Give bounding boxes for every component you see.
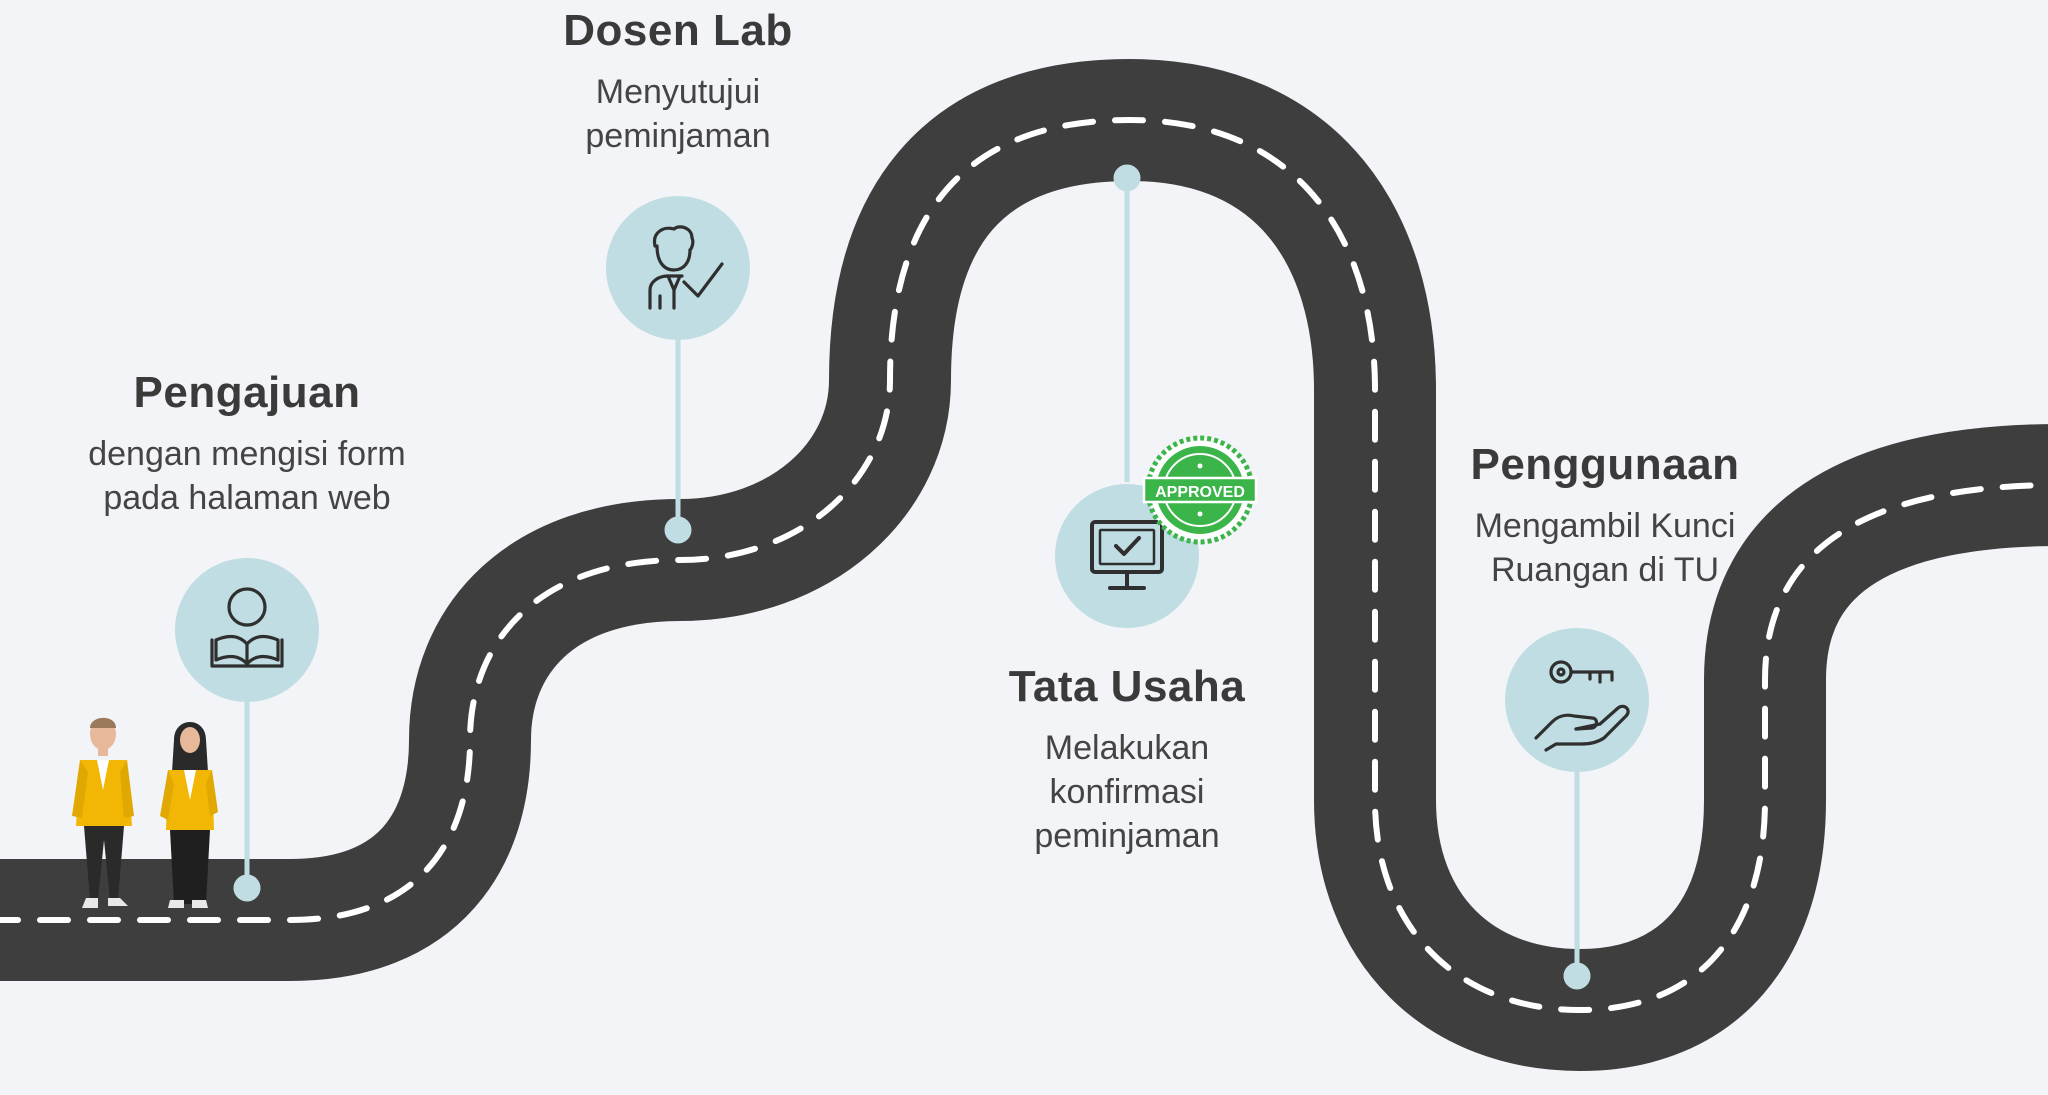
step-label-dosen-lab: Dosen Lab Menyutujui peminjaman <box>478 6 878 158</box>
step-desc-line: pada halaman web <box>103 479 391 517</box>
step-desc-line: Mengambil Kunci <box>1474 507 1736 545</box>
step-desc-line: peminjaman <box>1034 817 1220 855</box>
step-title-penggunaan: Penggunaan <box>1470 440 1740 489</box>
step-desc-line: Menyutujui <box>595 73 761 111</box>
step-label-pengajuan: Pengajuan dengan mengisi form pada halam… <box>47 368 447 520</box>
step-title-pengajuan: Pengajuan <box>133 368 361 417</box>
step-label-tata-usaha: Tata Usaha Melakukan konfirmasi peminjam… <box>927 662 1327 858</box>
road <box>0 59 2048 1071</box>
step-circles <box>175 196 1649 772</box>
step-desc-line: peminjaman <box>585 117 771 155</box>
step-desc-line: Melakukan <box>1044 729 1210 767</box>
step-desc-line: konfirmasi <box>1049 773 1205 811</box>
step-title-tata-usaha: Tata Usaha <box>1008 662 1246 711</box>
monitor-check-icon <box>1090 520 1164 590</box>
man-figure <box>72 717 134 908</box>
stamp-text: APPROVED <box>1155 484 1245 501</box>
approved-stamp: APPROVED <box>1142 435 1258 545</box>
reader-icon <box>210 587 284 668</box>
step-label-penggunaan: Penggunaan Mengambil Kunci Ruangan di TU <box>1405 440 1805 592</box>
connector-dot-tata-usaha <box>1113 164 1141 192</box>
connector-dot-dosen-lab <box>664 516 692 544</box>
step-circle-penggunaan <box>1505 628 1649 772</box>
connectors <box>233 164 1591 990</box>
step-title-dosen-lab: Dosen Lab <box>563 6 793 55</box>
woman-figure <box>160 722 218 908</box>
connector-dot-pengajuan <box>233 874 261 902</box>
road-center-dashes <box>0 116 2048 1014</box>
step-desc-line: dengan mengisi form <box>88 435 406 473</box>
people-illustration <box>72 717 218 908</box>
connector-dot-penggunaan <box>1563 962 1591 990</box>
step-desc-line: Ruangan di TU <box>1490 551 1720 589</box>
teacher-pointer-icon <box>648 225 724 310</box>
step-circle-pengajuan <box>175 558 319 702</box>
key-hand-icon <box>1534 660 1630 752</box>
